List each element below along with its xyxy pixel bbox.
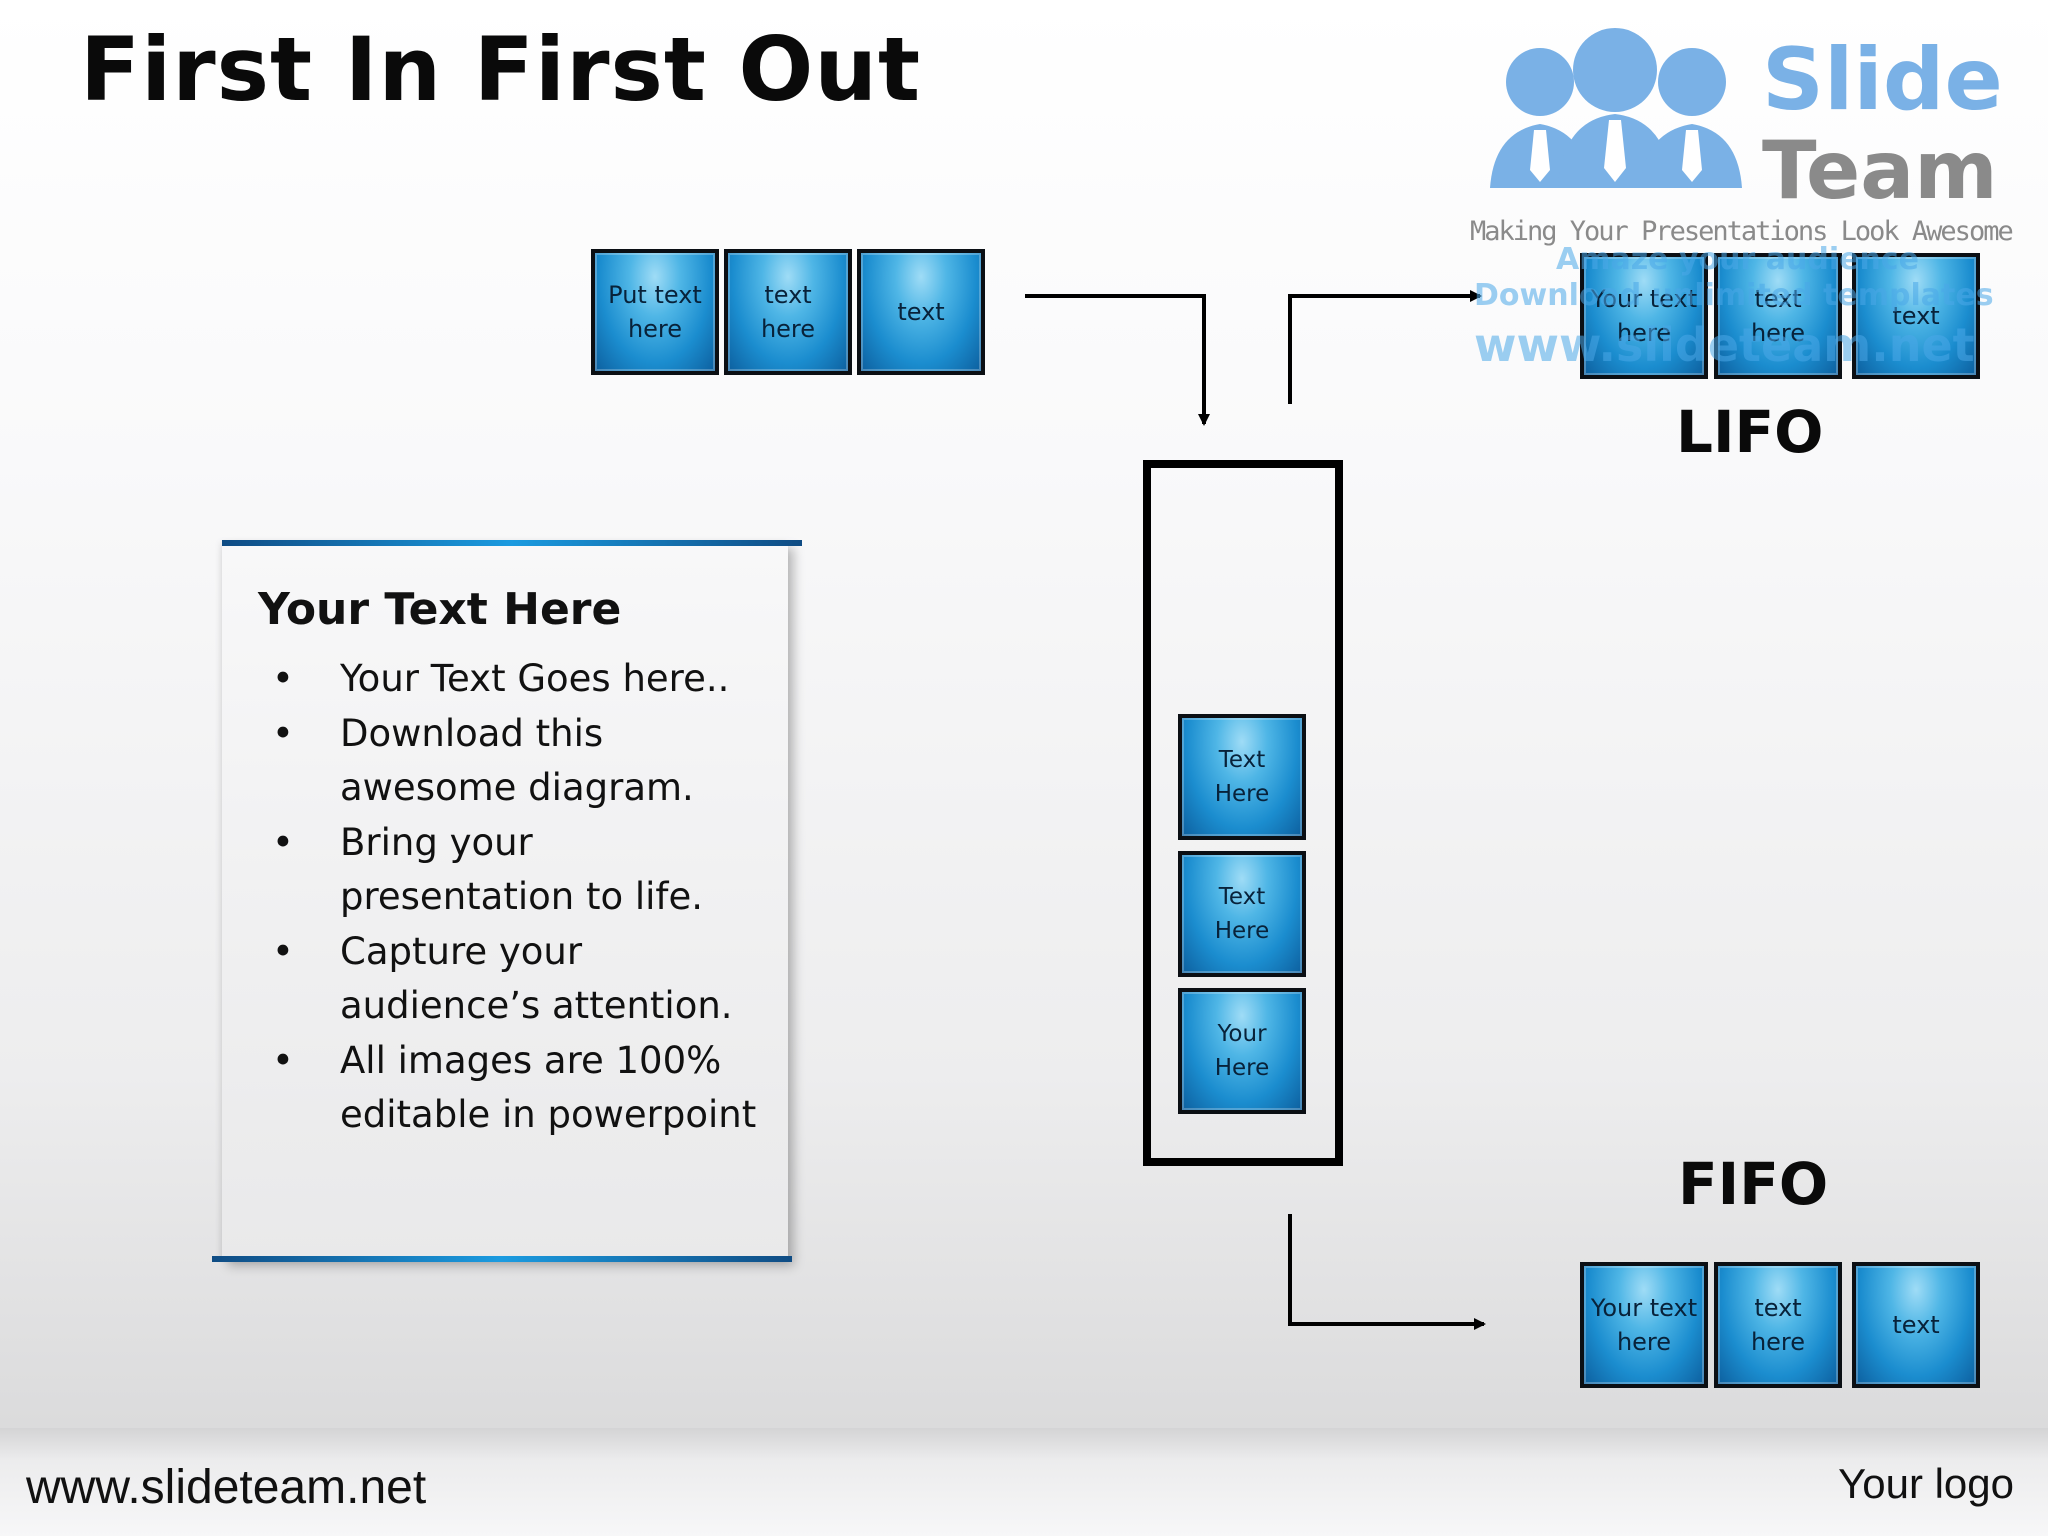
watermark-line-1: Amaze your audience <box>1556 242 1919 277</box>
input-box-1-label: Put text here <box>608 281 702 343</box>
bullet-text: Capture your audience’s attention. <box>340 929 733 1028</box>
bullet-item: • Capture your audience’s attention. <box>258 925 778 1034</box>
text-panel <box>222 542 788 1260</box>
bullet-item: • All images are 100% editable in powerpo… <box>258 1034 778 1143</box>
bullet-icon: • <box>272 929 294 973</box>
input-box-3-label: text <box>897 298 945 326</box>
input-box-2-label: text here <box>760 281 816 343</box>
bullet-text: Bring your presentation to life. <box>340 820 703 919</box>
panel-top-accent <box>222 540 802 546</box>
lifo-box-1: Your text here <box>1580 253 1708 379</box>
fifo-box-1-label: Your text here <box>1590 1294 1698 1356</box>
fifo-label: FIFO <box>1678 1150 1829 1218</box>
input-box-3: text <box>857 249 985 375</box>
stack-box-2: Text Here <box>1178 851 1306 977</box>
stack-box-3-label: Your Here <box>1214 1021 1270 1081</box>
lifo-label: LIFO <box>1676 398 1824 466</box>
bullet-icon: • <box>272 711 294 755</box>
fifo-box-3: text <box>1852 1262 1980 1388</box>
brand-word-team: Team <box>1762 124 1998 217</box>
slide-title: First In First Out <box>80 18 922 121</box>
people-icon <box>1490 28 1742 188</box>
bullet-text: All images are 100% editable in powerpoi… <box>340 1038 757 1137</box>
footer-bar <box>0 1428 2048 1536</box>
fifo-box-2: text here <box>1714 1262 1842 1388</box>
input-box-1: Put text here <box>591 249 719 375</box>
bullet-icon: • <box>272 820 294 864</box>
bullet-text: Your Text Goes here.. <box>340 657 730 700</box>
panel-bottom-accent <box>212 1256 792 1262</box>
lifo-box-2-label: text here <box>1750 285 1806 347</box>
queue-container <box>1143 460 1343 1166</box>
stack-box-2-label: Text Here <box>1214 884 1270 944</box>
stack-box-1-label: Text Here <box>1214 747 1270 807</box>
bullet-item: • Bring your presentation to life. <box>258 816 778 925</box>
fifo-box-1: Your text here <box>1580 1262 1708 1388</box>
input-box-2: text here <box>724 249 852 375</box>
brand-tagline: Making Your Presentations Look Awesome <box>1470 216 2014 247</box>
bullet-item: • Download this awesome diagram. <box>258 707 778 816</box>
brand-logo: Slide Team Making Your Presentations Loo… <box>1470 20 2014 360</box>
input-arrow <box>1025 294 1210 426</box>
bullet-icon: • <box>272 1038 294 1082</box>
watermark-line-3: www.slideteam.net <box>1474 318 1975 372</box>
stack-box-3: Your Here <box>1178 988 1306 1114</box>
lifo-box-2: text here <box>1714 253 1842 379</box>
lifo-box-3-label: text <box>1892 302 1940 330</box>
lifo-box-1-label: Your text here <box>1590 285 1698 347</box>
lifo-arrow <box>1288 290 1482 404</box>
fifo-box-2-label: text here <box>1750 1294 1806 1356</box>
bullet-text: Download this awesome diagram. <box>340 711 694 810</box>
panel-heading: Your Text Here <box>258 584 622 635</box>
watermark-line-2: Download unlimited templates <box>1474 278 1994 313</box>
lifo-box-3: text <box>1852 253 1980 379</box>
footer-url[interactable]: www.slideteam.net <box>26 1461 427 1514</box>
fifo-arrow <box>1288 1214 1486 1330</box>
stack-box-1: Text Here <box>1178 714 1306 840</box>
fifo-box-3-label: text <box>1892 1311 1940 1339</box>
panel-bullet-list: • Your Text Goes here.. • Download this aw… <box>258 652 778 1143</box>
bullet-item: • Your Text Goes here.. <box>258 652 778 707</box>
bullet-icon: • <box>272 657 294 700</box>
brand-word-slide: Slide <box>1762 30 2003 130</box>
footer-logo-text: Your logo <box>1838 1460 2014 1507</box>
